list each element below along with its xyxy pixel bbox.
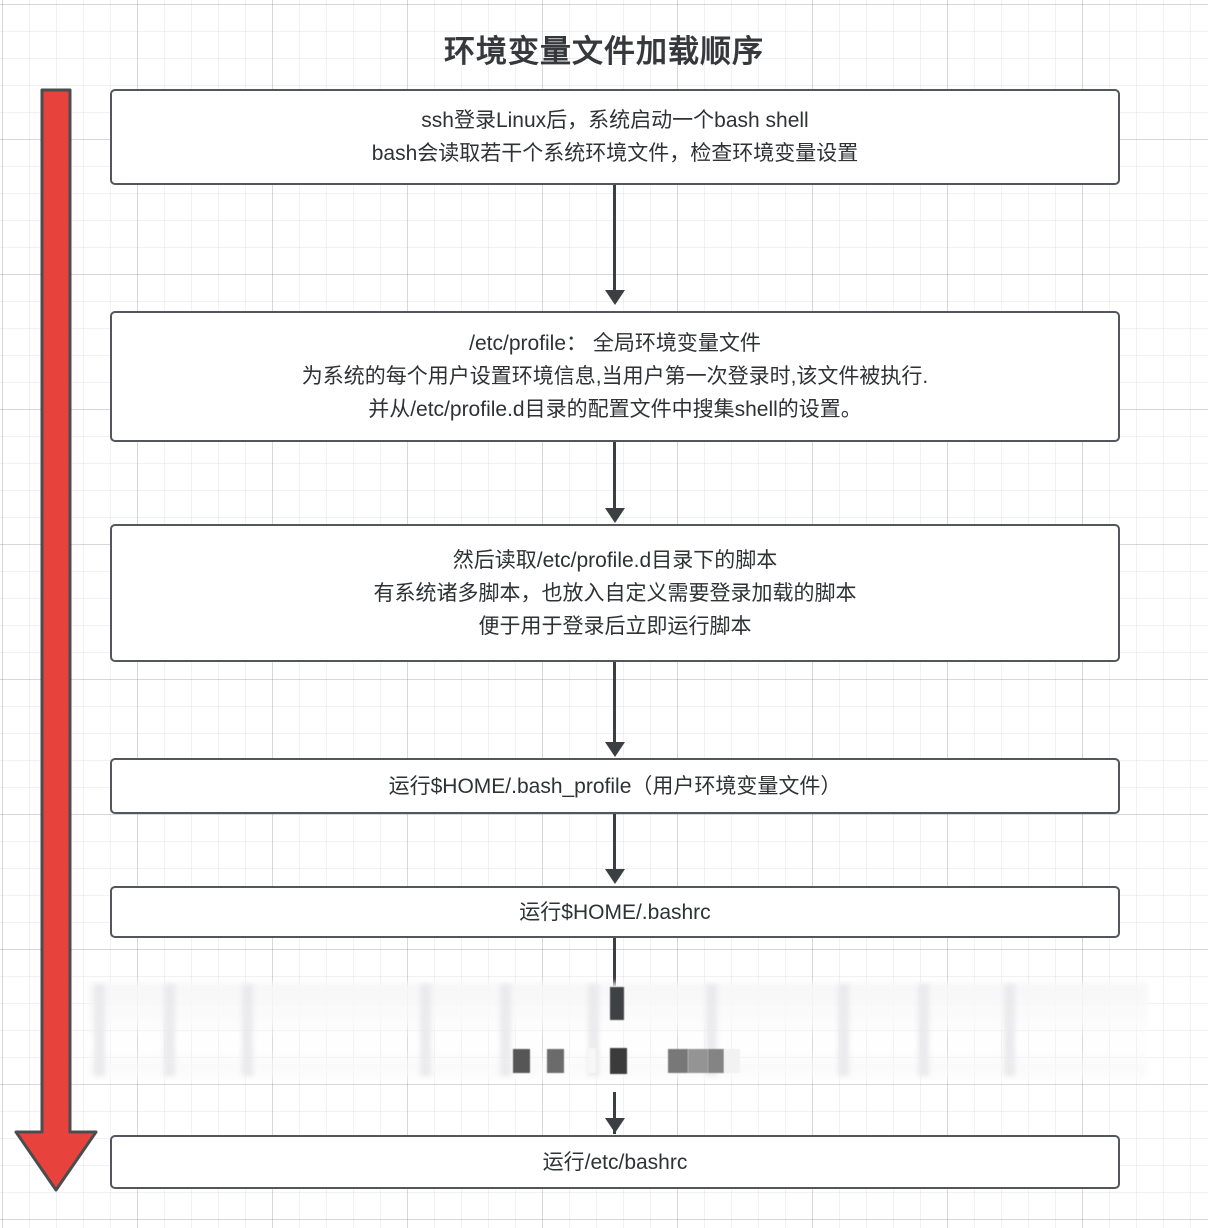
connector-arrowhead-3 <box>605 742 625 757</box>
flow-node-ssh-login[interactable]: ssh登录Linux后，系统启动一个bash shell bash会读取若干个系… <box>110 89 1120 185</box>
node-line: 有系统诸多脚本，也放入自定义需要登录加载的脚本 <box>373 581 857 605</box>
redacted-fragment <box>724 1049 740 1073</box>
blurred-redacted-node <box>0 978 1208 1098</box>
redacted-fragment <box>610 1048 627 1074</box>
node-line: /etc/profile： 全局环境变量文件 <box>469 332 761 355</box>
connector-line-5 <box>613 938 616 986</box>
flow-node-bashrc[interactable]: 运行$HOME/.bashrc <box>110 886 1120 938</box>
connector-arrowhead-6 <box>605 1118 625 1133</box>
connector-arrowhead-4 <box>605 869 625 884</box>
redacted-ghost-mark <box>420 984 431 1076</box>
connector-arrowhead-1 <box>605 290 625 305</box>
connector-line-3 <box>613 662 616 744</box>
connector-line-4 <box>613 814 616 871</box>
redacted-ghost-mark <box>588 984 599 1076</box>
connector-line-2 <box>613 442 616 510</box>
redacted-fragment <box>688 1049 708 1073</box>
node-line: ssh登录Linux后，系统启动一个bash shell <box>421 109 809 132</box>
page-title: 环境变量文件加载顺序 <box>444 34 764 69</box>
node-line: 运行$HOME/.bash_profile（用户环境变量文件） <box>388 774 842 798</box>
redacted-fragment <box>668 1049 688 1073</box>
connector-line-6 <box>613 1092 616 1134</box>
node-line: 然后读取/etc/profile.d目录下的脚本 <box>452 548 778 572</box>
redacted-ghost-mark <box>500 984 511 1076</box>
flow-node-profile-d[interactable]: 然后读取/etc/profile.d目录下的脚本 有系统诸多脚本，也放入自定义需… <box>110 524 1120 662</box>
connector-line-1 <box>613 185 616 292</box>
redacted-fragment <box>547 1049 564 1073</box>
redacted-ghost-mark <box>242 984 253 1076</box>
node-line: 便于用于登录后立即运行脚本 <box>478 614 752 638</box>
redacted-ghost-mark <box>164 984 175 1076</box>
redacted-ghost-mark <box>706 984 717 1076</box>
sequence-direction-arrow <box>14 88 98 1192</box>
redacted-ghost-mark <box>918 984 929 1076</box>
connector-arrowhead-2 <box>605 508 625 523</box>
node-line: bash会读取若干个系统环境文件，检查环境变量设置 <box>371 142 859 165</box>
node-line: 运行$HOME/.bashrc <box>519 900 711 924</box>
redacted-fragment <box>610 987 624 1020</box>
redacted-fragment <box>513 1049 530 1073</box>
flow-node-bash-profile[interactable]: 运行$HOME/.bash_profile（用户环境变量文件） <box>110 758 1120 814</box>
node-line: 并从/etc/profile.d目录的配置文件中搜集shell的设置。 <box>368 398 862 421</box>
redacted-fragment <box>708 1049 724 1073</box>
node-line: 为系统的每个用户设置环境信息,当用户第一次登录时,该文件被执行. <box>301 365 929 388</box>
redacted-fragment <box>588 1048 596 1073</box>
redacted-ghost-mark <box>1004 984 1015 1076</box>
redacted-ghost-box <box>88 983 1148 1081</box>
node-line: 运行/etc/bashrc <box>542 1150 688 1174</box>
flow-node-etc-profile[interactable]: /etc/profile： 全局环境变量文件 为系统的每个用户设置环境信息,当用… <box>110 311 1120 442</box>
redacted-ghost-mark <box>838 984 849 1076</box>
flow-node-etc-bashrc[interactable]: 运行/etc/bashrc <box>110 1135 1120 1189</box>
